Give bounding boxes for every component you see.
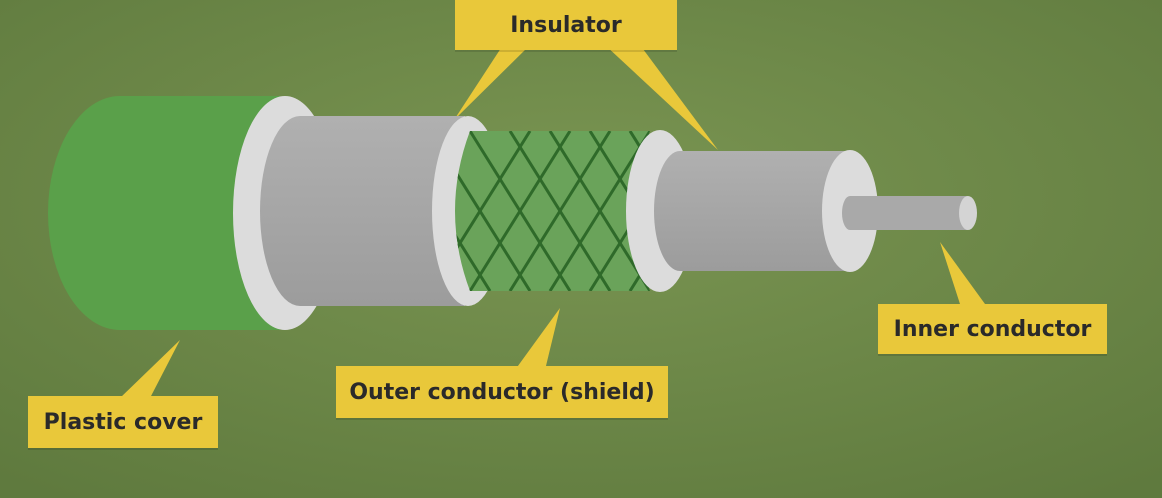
label-plastic-cover-text: Plastic cover <box>43 409 203 435</box>
label-insulator-text: Insulator <box>510 12 622 38</box>
inner-conductor-pointer <box>940 242 985 304</box>
label-plastic-cover: Plastic cover <box>28 396 218 448</box>
insulator-pointer-right <box>605 45 718 150</box>
inner-insulator <box>654 151 850 271</box>
label-outer-conductor: Outer conductor (shield) <box>336 366 668 418</box>
plastic-cover <box>48 96 280 330</box>
insulator-pointer-left <box>454 45 530 120</box>
inner-conductor-end <box>959 196 977 230</box>
inner-conductor <box>842 196 968 230</box>
plastic-cover-pointer <box>120 340 180 398</box>
label-inner-conductor-text: Inner conductor <box>893 316 1092 342</box>
label-inner-conductor: Inner conductor <box>878 304 1107 354</box>
label-insulator: Insulator <box>455 0 677 50</box>
insulator-section <box>260 116 465 306</box>
outer-conductor-pointer <box>515 308 560 370</box>
label-outer-conductor-text: Outer conductor (shield) <box>349 379 655 405</box>
